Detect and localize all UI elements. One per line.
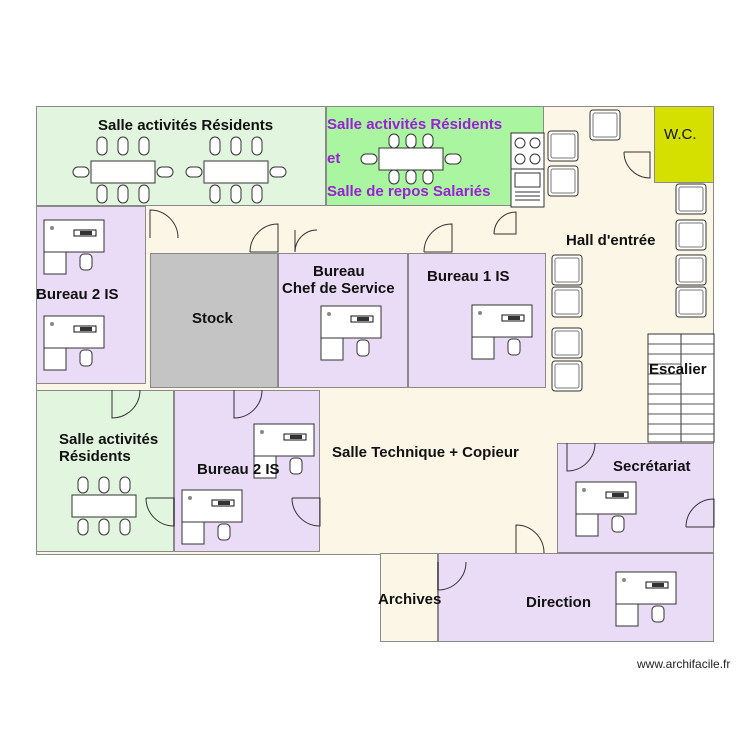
label-salle-activites-bottom-line2: Résidents bbox=[59, 448, 131, 465]
label-hall: Hall d'entrée bbox=[566, 232, 656, 249]
label-escalier: Escalier bbox=[649, 361, 707, 378]
label-bureau-1-is: Bureau 1 IS bbox=[427, 268, 510, 285]
cabinet-icon bbox=[551, 254, 583, 286]
label-archives: Archives bbox=[378, 591, 442, 608]
cabinet-icon bbox=[675, 219, 707, 251]
cabinet-icon bbox=[589, 109, 621, 141]
room-archives bbox=[380, 553, 438, 642]
label-direction: Direction bbox=[526, 594, 592, 611]
label-salle-activites-top: Salle activités Résidents bbox=[98, 117, 274, 134]
desk-icon bbox=[320, 305, 382, 361]
label-bureau-2-is-bottom: Bureau 2 IS bbox=[197, 461, 280, 478]
label-secretariat: Secrétariat bbox=[613, 458, 691, 475]
desk-icon bbox=[43, 315, 105, 371]
dining-table-4 bbox=[71, 476, 137, 536]
label-salle-activites-bottom-line1: Salle activités bbox=[59, 431, 159, 448]
room-stock bbox=[150, 253, 278, 388]
label-salle-repos-line1: Salle activités Résidents bbox=[327, 116, 503, 133]
label-wc: W.C. bbox=[664, 126, 697, 143]
label-salle-repos-line3: Salle de repos Salariés bbox=[327, 183, 491, 200]
label-salle-technique: Salle Technique + Copieur bbox=[332, 444, 519, 461]
stove-icon bbox=[510, 132, 545, 170]
label-salle-repos-line2: et bbox=[327, 150, 341, 167]
door-icon bbox=[111, 151, 715, 591]
cabinet-icon bbox=[551, 360, 583, 392]
room-salle-activites-top bbox=[36, 106, 326, 206]
cabinet-icon bbox=[547, 165, 579, 197]
desk-icon bbox=[615, 571, 677, 627]
cabinet-icon bbox=[675, 254, 707, 286]
label-bureau-chef-line1: Bureau bbox=[313, 263, 365, 280]
dining-table-1 bbox=[72, 136, 174, 204]
sink-icon bbox=[510, 168, 545, 208]
cabinet-icon bbox=[675, 286, 707, 318]
dining-table-3 bbox=[360, 133, 462, 185]
cabinet-icon bbox=[551, 327, 583, 359]
desk-icon bbox=[181, 489, 243, 545]
desk-icon bbox=[43, 219, 105, 275]
label-bureau-2-is-left: Bureau 2 IS bbox=[36, 286, 119, 303]
label-bureau-chef-line2: Chef de Service bbox=[282, 280, 395, 297]
dining-table-2 bbox=[185, 136, 287, 204]
cabinet-icon bbox=[547, 130, 579, 162]
cabinet-icon bbox=[551, 286, 583, 318]
room-wc bbox=[654, 106, 714, 183]
label-stock: Stock bbox=[192, 310, 233, 327]
cabinet-icon bbox=[675, 183, 707, 215]
watermark-credit[interactable]: www.archifacile.fr bbox=[637, 657, 731, 671]
staircase-icon bbox=[647, 333, 715, 443]
desk-icon bbox=[575, 481, 637, 537]
desk-icon bbox=[471, 304, 533, 360]
